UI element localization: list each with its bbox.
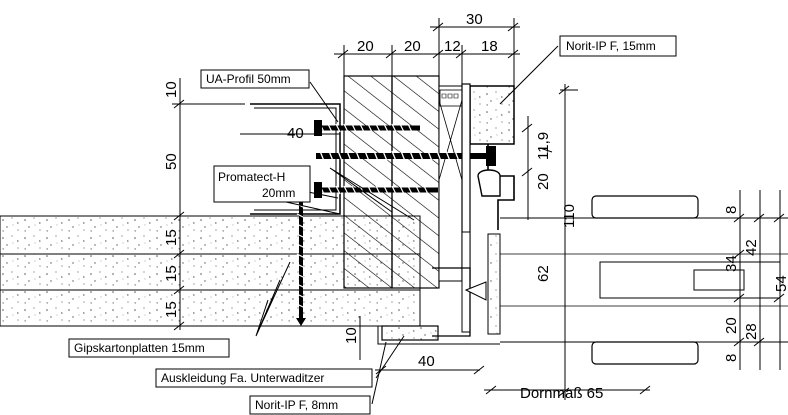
- dim-v-10-top: 10: [163, 81, 180, 98]
- dim-r-20: 20: [723, 317, 740, 334]
- screws: [240, 120, 496, 326]
- label-promatect: Promatect-H: [218, 170, 285, 184]
- label-texts: Norit-IP F, 15mm UA-Profil 50mm Promatec…: [74, 39, 656, 412]
- dim-v-15a: 15: [163, 229, 180, 246]
- dim-h-40-top: 40: [287, 125, 304, 142]
- label-norit-ip-f-8: Norit-IP F, 8mm: [255, 398, 338, 412]
- dim-r-8a: 8: [723, 206, 740, 214]
- label-promatect-thickness: 20mm: [262, 186, 295, 200]
- label-norit-ip-f-15: Norit-IP F, 15mm: [566, 39, 656, 53]
- label-gipskarton: Gipskartonplatten 15mm: [74, 341, 205, 355]
- label-ua-profil: UA-Profil 50mm: [206, 72, 291, 86]
- dim-v-11-9: 11,9: [535, 132, 552, 160]
- dim-v-50: 50: [163, 153, 180, 170]
- dim-top-20a: 20: [357, 38, 374, 55]
- dimension-texts: 30 20 20 12 18 40 40 10 50 15 15 15 10 1…: [163, 11, 788, 370]
- dim-v-110: 110: [561, 204, 578, 228]
- dim-v-15c: 15: [163, 301, 180, 318]
- dim-r-54: 54: [773, 275, 788, 292]
- label-boxes: [68, 35, 677, 415]
- dim-v-62: 62: [535, 265, 552, 282]
- dimension-lines: [172, 18, 785, 400]
- dim-h-40-bottom: 40: [418, 353, 435, 370]
- dim-v-20-mid: 20: [535, 173, 552, 190]
- dim-v-15b: 15: [163, 265, 180, 282]
- dim-top-18: 18: [481, 38, 498, 55]
- dim-top-30: 30: [466, 11, 483, 28]
- door-frame-profile: [377, 83, 515, 345]
- dim-top-20b: 20: [404, 38, 421, 55]
- dim-v-10-bottom: 10: [343, 327, 360, 344]
- dim-top-12: 12: [444, 38, 461, 55]
- promatect-block: [343, 75, 463, 289]
- dim-r-8b: 8: [723, 354, 740, 362]
- dim-r-42: 42: [743, 239, 760, 256]
- label-auskleidung: Auskleidung Fa. Unterwaditzer: [161, 371, 324, 385]
- label-dornmass: Dornmaß 65: [520, 385, 603, 402]
- dim-r-34: 34: [723, 255, 740, 272]
- door-leaf: [500, 195, 788, 365]
- dim-r-28: 28: [743, 323, 760, 340]
